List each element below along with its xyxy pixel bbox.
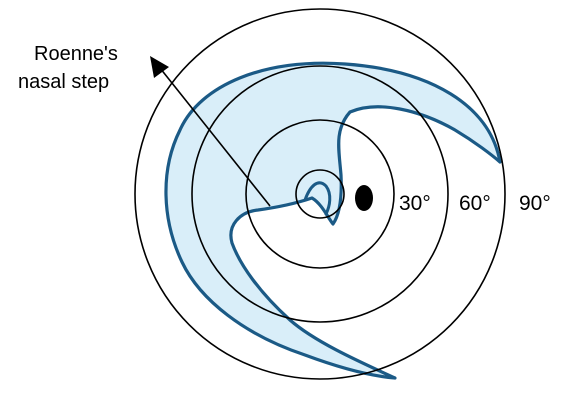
scotoma-inner-contour [303,181,332,216]
ring-30 [245,119,395,269]
ring-60 [191,65,449,323]
ring-90 [134,8,506,380]
blind-spot [355,185,373,211]
pointer-arrowhead [150,56,169,78]
arcuate-scotoma [164,61,502,380]
label-60-degrees: 60° [459,192,491,215]
fixation-ring [295,169,345,219]
annotation-line-1: Roenne's [34,43,118,65]
pointer-arrow-line [159,67,271,207]
label-90-degrees: 90° [519,192,551,215]
label-30-degrees: 30° [399,192,431,215]
annotation-line-2: nasal step [18,71,109,93]
